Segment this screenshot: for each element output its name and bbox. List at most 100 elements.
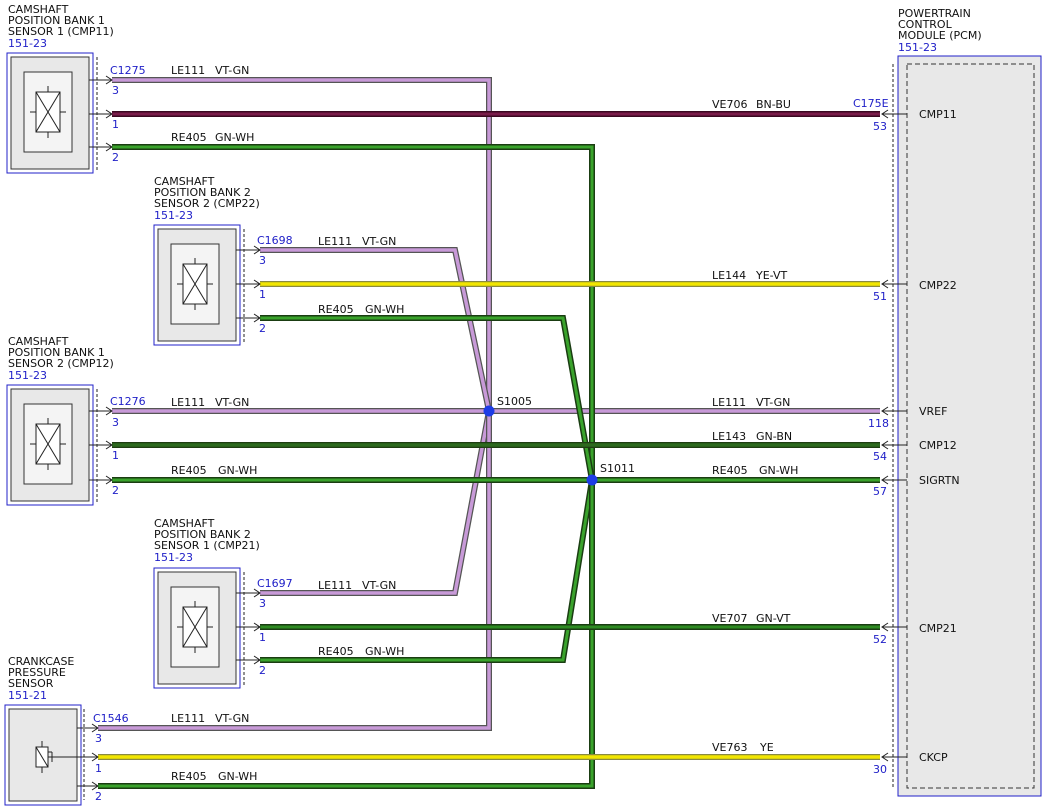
ckcp-title-1: CRANKCASE <box>8 655 74 668</box>
wire-color: GN-BN <box>756 430 792 443</box>
wire-color: VT-GN <box>215 712 249 725</box>
wire-color: VT-GN <box>215 64 249 77</box>
pcm-title-1: POWERTRAIN <box>898 7 971 20</box>
wire-color: GN-WH <box>365 645 404 658</box>
wire-label: RE405 GN-WH <box>318 303 404 316</box>
ckcp-pin-2: 2 <box>95 790 102 803</box>
cmp21-title-3: SENSOR 1 (CMP21) <box>154 539 260 552</box>
wire-color: VT-GN <box>362 579 396 592</box>
wire-circuit: LE111 <box>171 396 205 409</box>
wire-label: VE706 BN-BU <box>712 98 791 111</box>
cmp22-title-1: CAMSHAFT <box>154 175 215 188</box>
wire-color: GN-WH <box>218 464 257 477</box>
wire-circuit: RE405 <box>171 131 207 144</box>
sensor-crankcase-pressure[interactable]: CRANKCASE PRESSURE SENSOR 151-21 C1546 3… <box>4 655 129 806</box>
wire-circuit: LE143 <box>712 430 746 443</box>
wire-color: GN-WH <box>215 131 254 144</box>
wire-label: RE405 GN-WH <box>171 770 257 783</box>
pcm-pin-cmp11[interactable]: 53 CMP11 <box>873 108 957 133</box>
cmp21-ref: 151-23 <box>154 551 193 564</box>
cmp12-title-1: CAMSHAFT <box>8 335 69 348</box>
splice-s1005[interactable] <box>483 405 495 417</box>
cmp22-pin-1: 1 <box>259 288 266 301</box>
pcm-pin-number: 54 <box>873 450 887 463</box>
wire-circuit: LE111 <box>171 64 205 77</box>
wire-circuit: LE111 <box>318 235 352 248</box>
wire-circuit: RE405 <box>318 303 354 316</box>
cmp21-pin-1: 1 <box>259 631 266 644</box>
wire-circuit: VE706 <box>712 98 747 111</box>
wire-circuit: VE763 <box>712 741 747 754</box>
wire-re405[interactable] <box>98 144 880 789</box>
cmp21-pin-2: 2 <box>259 664 266 677</box>
pcm-connector: C175E <box>853 97 889 110</box>
pcm-module[interactable]: POWERTRAIN CONTROL MODULE (PCM) 151-23 C… <box>853 7 1042 797</box>
pcm-pin-number: 118 <box>868 417 889 430</box>
cmp22-title-2: POSITION BANK 2 <box>154 186 251 199</box>
cmp11-pin-3: 3 <box>112 84 119 97</box>
pcm-pin-number: 52 <box>873 633 887 646</box>
cmp11-title-1: CAMSHAFT <box>8 3 69 16</box>
cmp22-title-3: SENSOR 2 (CMP22) <box>154 197 260 210</box>
pcm-pin-signal: CMP12 <box>919 439 957 452</box>
wire-label: LE111 VT-GN <box>712 396 790 409</box>
pcm-pin-signal: SIGRTN <box>919 474 960 487</box>
wire-circuit: RE405 <box>318 645 354 658</box>
pcm-pin-signal: CMP22 <box>919 279 957 292</box>
cmp11-pin-1: 1 <box>112 118 119 131</box>
wire-color: YE-VT <box>755 269 788 282</box>
wire-color: GN-WH <box>365 303 404 316</box>
sensor-cmp21[interactable]: CAMSHAFT POSITION BANK 2 SENSOR 1 (CMP21… <box>153 517 293 689</box>
wire-label: RE405 GN-WH <box>712 464 798 477</box>
splice-s1011[interactable] <box>586 474 598 486</box>
wire-label: RE405 GN-WH <box>171 464 257 477</box>
pcm-pin-number: 30 <box>873 763 887 776</box>
cmp21-pin-3: 3 <box>259 597 266 610</box>
wire-label: LE111 VT-GN <box>171 712 249 725</box>
pcm-pin-signal: CMP11 <box>919 108 957 121</box>
wire-label: LE111 VT-GN <box>318 579 396 592</box>
wire-circuit: LE111 <box>318 579 352 592</box>
ckcp-title-3: SENSOR <box>8 677 54 690</box>
ckcp-pin-1: 1 <box>95 762 102 775</box>
splice-s1005-label: S1005 <box>497 395 532 408</box>
ckcp-title-2: PRESSURE <box>8 666 66 679</box>
sensor-cmp12[interactable]: CAMSHAFT POSITION BANK 1 SENSOR 2 (CMP12… <box>6 335 146 506</box>
cmp12-pin-2: 2 <box>112 484 119 497</box>
cmp22-connector: C1698 <box>257 234 293 247</box>
pcm-pin-number: 51 <box>873 290 887 303</box>
cmp22-ref: 151-23 <box>154 209 193 222</box>
wire-color: YE <box>759 741 774 754</box>
pcm-pin-ckcp[interactable]: 30 CKCP <box>873 751 948 776</box>
wire-circuit: RE405 <box>171 464 207 477</box>
cmp12-ref: 151-23 <box>8 369 47 382</box>
pcm-title-2: CONTROL <box>898 18 953 31</box>
wire-label: VE763 YE <box>712 741 774 754</box>
wire-color: VT-GN <box>362 235 396 248</box>
cmp11-title-2: POSITION BANK 1 <box>8 14 105 27</box>
cmp22-pin-2: 2 <box>259 322 266 335</box>
wire-le111[interactable] <box>98 77 880 731</box>
pcm-pin-cmp12[interactable]: 54 CMP12 <box>873 439 957 463</box>
wire-color: GN-WH <box>759 464 798 477</box>
wire-label: LE111 VT-GN <box>171 64 249 77</box>
pcm-pin-sigrtn[interactable]: 57 SIGRTN <box>873 474 960 498</box>
wire-color: GN-WH <box>218 770 257 783</box>
cmp21-title-1: CAMSHAFT <box>154 517 215 530</box>
pcm-title-3: MODULE (PCM) <box>898 29 982 42</box>
sensor-cmp11[interactable]: CAMSHAFT POSITION BANK 1 SENSOR 1 (CMP11… <box>6 3 146 174</box>
wire-color: VT-GN <box>756 396 790 409</box>
pcm-pin-cmp22[interactable]: 51 CMP22 <box>873 279 957 303</box>
pcm-pin-vref[interactable]: 118 VREF <box>868 405 947 430</box>
cmp12-title-2: POSITION BANK 1 <box>8 346 105 359</box>
pcm-pin-signal: CKCP <box>919 751 948 764</box>
wire-color: GN-VT <box>756 612 791 625</box>
pcm-pin-signal: CMP21 <box>919 622 957 635</box>
cmp21-connector: C1697 <box>257 577 293 590</box>
wire-circuit: RE405 <box>712 464 748 477</box>
wire-circuit: RE405 <box>171 770 207 783</box>
sensor-cmp22[interactable]: CAMSHAFT POSITION BANK 2 SENSOR 2 (CMP22… <box>153 175 293 346</box>
pcm-pin-cmp21[interactable]: 52 CMP21 <box>873 622 957 646</box>
cmp11-ref: 151-23 <box>8 37 47 50</box>
wire-label: LE111 VT-GN <box>318 235 396 248</box>
